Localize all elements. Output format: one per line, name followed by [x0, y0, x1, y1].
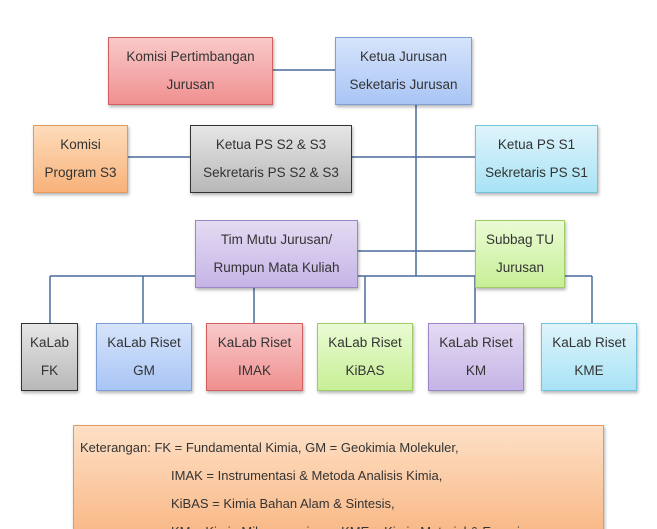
node-komisi-pertimbangan: Komisi Pertimbangan Jurusan — [108, 37, 273, 105]
node-lab-fk: KaLab FK — [21, 323, 78, 391]
node-label: KaLab — [29, 335, 70, 350]
node-label: Jurusan — [166, 77, 215, 92]
node-label: Komisi — [60, 137, 101, 152]
node-label: KiBAS — [345, 363, 385, 378]
node-lab-imak: KaLab Riset IMAK — [206, 323, 303, 391]
node-label: GM — [133, 363, 155, 378]
node-label: KaLab Riset — [552, 335, 626, 350]
node-label: Subbag TU — [485, 232, 555, 247]
node-lab-km: KaLab Riset KM — [428, 323, 524, 391]
node-tim-mutu: Tim Mutu Jurusan/ Rumpun Mata Kuliah — [195, 220, 358, 288]
node-label: IMAK — [237, 363, 271, 378]
legend-box: Keterangan: FK = Fundamental Kimia, GM =… — [73, 425, 604, 529]
node-label: KM — [465, 363, 487, 378]
node-label: Ketua PS S2 & S3 — [215, 137, 327, 152]
node-label: KME — [574, 363, 604, 378]
node-lab-gm: KaLab Riset GM — [96, 323, 192, 391]
node-label: Seketaris Jurusan — [349, 77, 458, 92]
node-label: Ketua Jurusan — [359, 49, 448, 64]
node-label: KaLab Riset — [217, 335, 292, 350]
node-label: Ketua PS S1 — [497, 137, 576, 152]
node-label: Jurusan — [495, 260, 545, 275]
node-ketua-ps-s2-s3: Ketua PS S2 & S3 Sekretaris PS S2 & S3 — [190, 125, 352, 193]
legend-line: KM = Kimia Mikroorganisme, KME = Kimia M… — [80, 518, 597, 529]
node-ketua-ps-s1: Ketua PS S1 Sekretaris PS S1 — [475, 125, 598, 193]
node-label: KaLab Riset — [439, 335, 513, 350]
legend-line: Keterangan: FK = Fundamental Kimia, GM =… — [80, 440, 459, 455]
node-label: Sekretaris PS S1 — [485, 165, 588, 180]
node-lab-kme: KaLab Riset KME — [541, 323, 637, 391]
node-label: Program S3 — [44, 165, 117, 180]
node-subbag-tu: Subbag TU Jurusan — [475, 220, 565, 288]
node-label: Komisi Pertimbangan — [126, 49, 255, 64]
node-label: KaLab Riset — [328, 335, 402, 350]
legend-line: IMAK = Instrumentasi & Metoda Analisis K… — [171, 468, 443, 483]
node-ketua-jurusan: Ketua Jurusan Seketaris Jurusan — [335, 37, 472, 105]
node-label: Sekretaris PS S2 & S3 — [203, 165, 339, 180]
node-label: Rumpun Mata Kuliah — [213, 260, 340, 275]
legend-line: KiBAS = Kimia Bahan Alam & Sintesis, — [171, 496, 395, 511]
node-label: Tim Mutu Jurusan/ — [220, 232, 333, 247]
node-label: KaLab Riset — [107, 335, 181, 350]
node-label: FK — [40, 363, 59, 378]
node-lab-kibas: KaLab Riset KiBAS — [317, 323, 413, 391]
node-komisi-program-s3: Komisi Program S3 — [33, 125, 128, 193]
